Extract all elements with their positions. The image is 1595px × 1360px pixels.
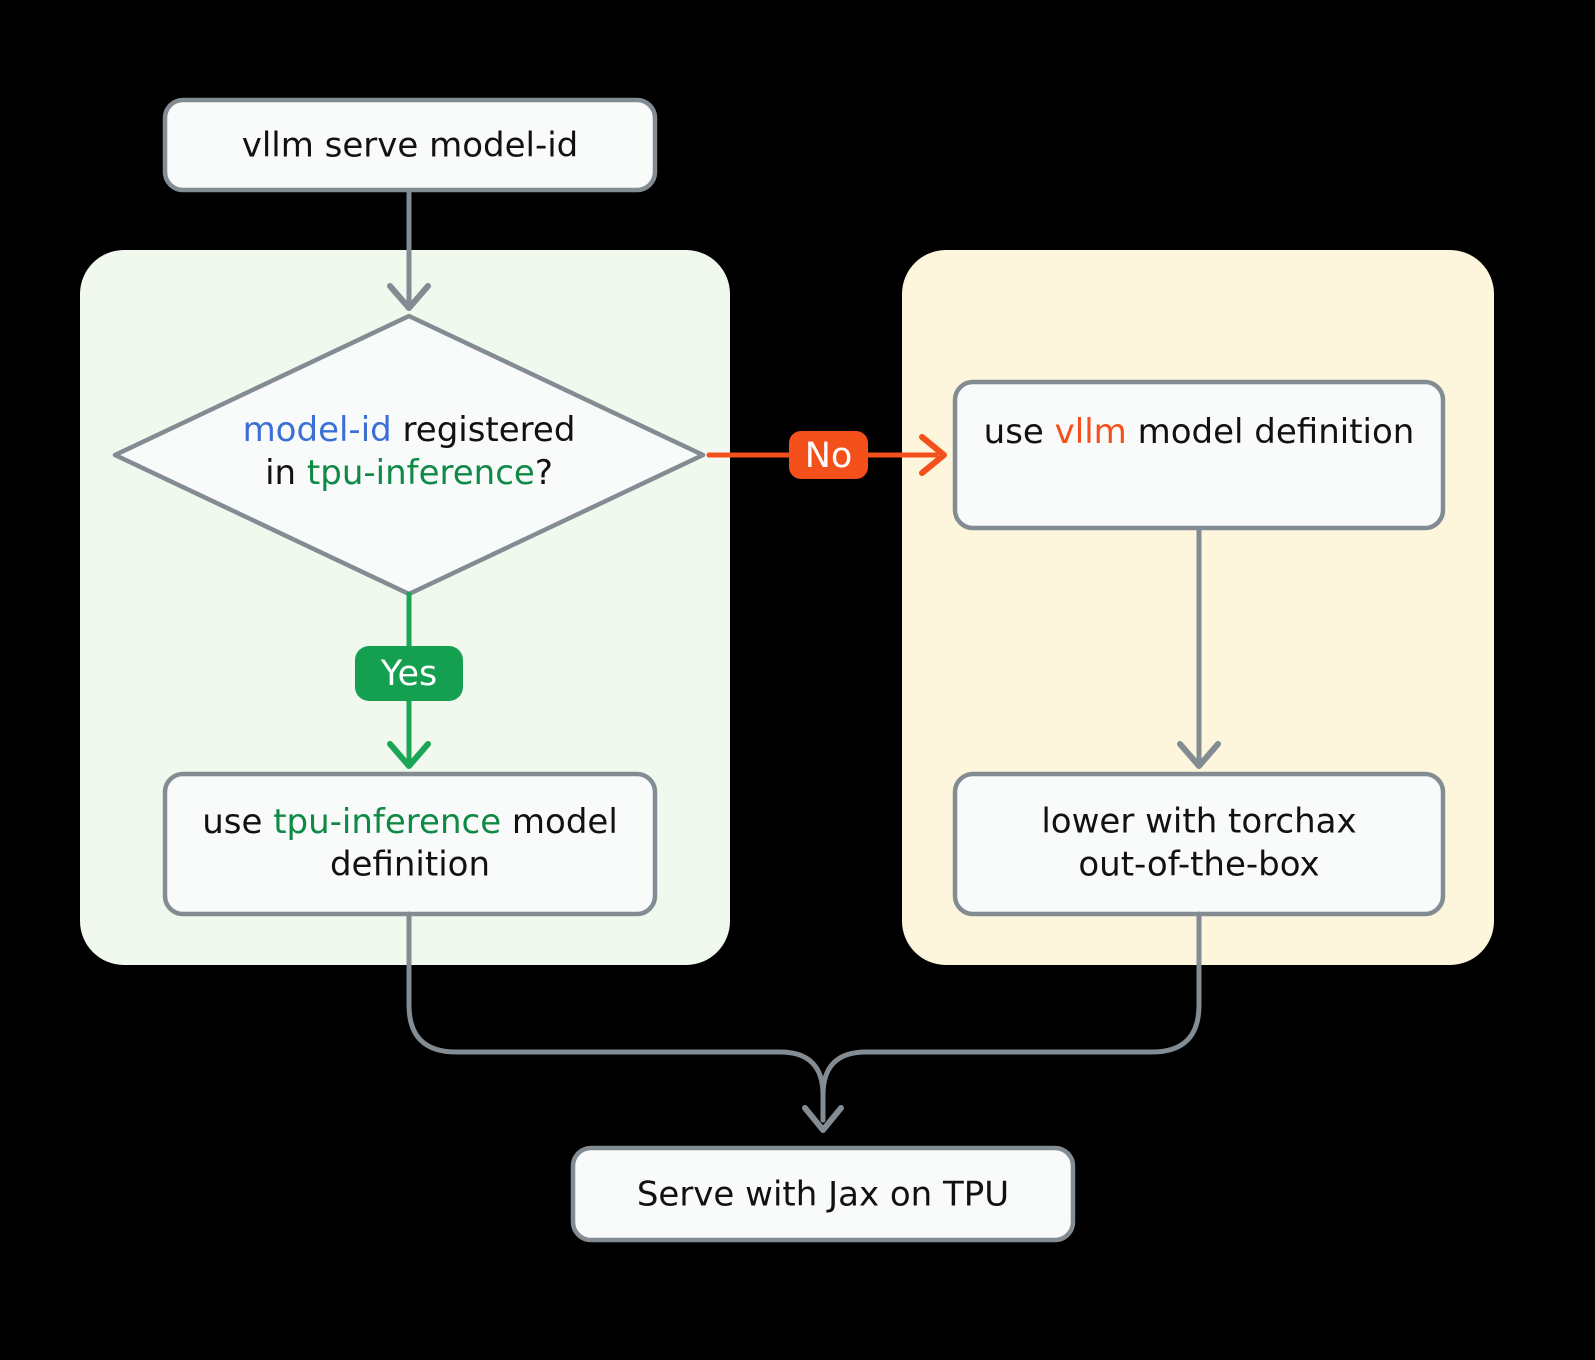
node-torchax-line1: lower with torchax <box>1041 802 1356 842</box>
arrowhead-merge-to-serve <box>802 1105 844 1133</box>
arrowhead-yes <box>387 741 431 769</box>
node-vllm-model-label: use vllm model definition <box>984 412 1415 452</box>
tpu-model-token-use: use <box>202 802 273 842</box>
node-tpu-inference-model-line1: use tpu-inference model <box>202 802 618 842</box>
vllm-model-token-vllm: vllm <box>1055 412 1127 452</box>
vllm-model-token-model-definition: model definition <box>1127 412 1415 452</box>
decision-token-registered: registered <box>392 410 576 450</box>
node-serve-label: Serve with Jax on TPU <box>637 1175 1009 1215</box>
node-tpu-inference-model-line2: definition <box>330 845 490 885</box>
node-decision-label-line2: in tpu-inference? <box>265 453 553 493</box>
badge-yes <box>355 646 463 701</box>
decision-token-in: in <box>265 453 307 493</box>
arrowhead-no <box>919 434 947 476</box>
arrowhead-vllm-to-torchax <box>1177 741 1221 769</box>
badge-no-label: No <box>805 436 853 476</box>
node-torchax-line2: out-of-the-box <box>1078 845 1319 885</box>
badge-no <box>789 431 868 479</box>
node-vllm-model[interactable] <box>952 379 1446 531</box>
arrowhead-start-to-decision <box>387 283 431 311</box>
tpu-model-token-tpu-inference: tpu-inference <box>273 802 501 842</box>
edge-left-merge <box>406 911 826 1123</box>
decision-token-model-id: model-id <box>243 410 392 450</box>
tpu-model-token-model: model <box>501 802 618 842</box>
node-serve[interactable] <box>570 1145 1076 1243</box>
node-start-label: vllm serve model-id <box>242 126 579 166</box>
node-decision-label-line1: model-id registered <box>243 410 576 450</box>
badge-yes-label: Yes <box>380 654 438 694</box>
decision-token-question: ? <box>535 453 553 493</box>
vllm-model-token-use: use <box>984 412 1055 452</box>
edge-right-merge <box>820 911 1202 1123</box>
decision-token-tpu-inference: tpu-inference <box>307 453 535 493</box>
